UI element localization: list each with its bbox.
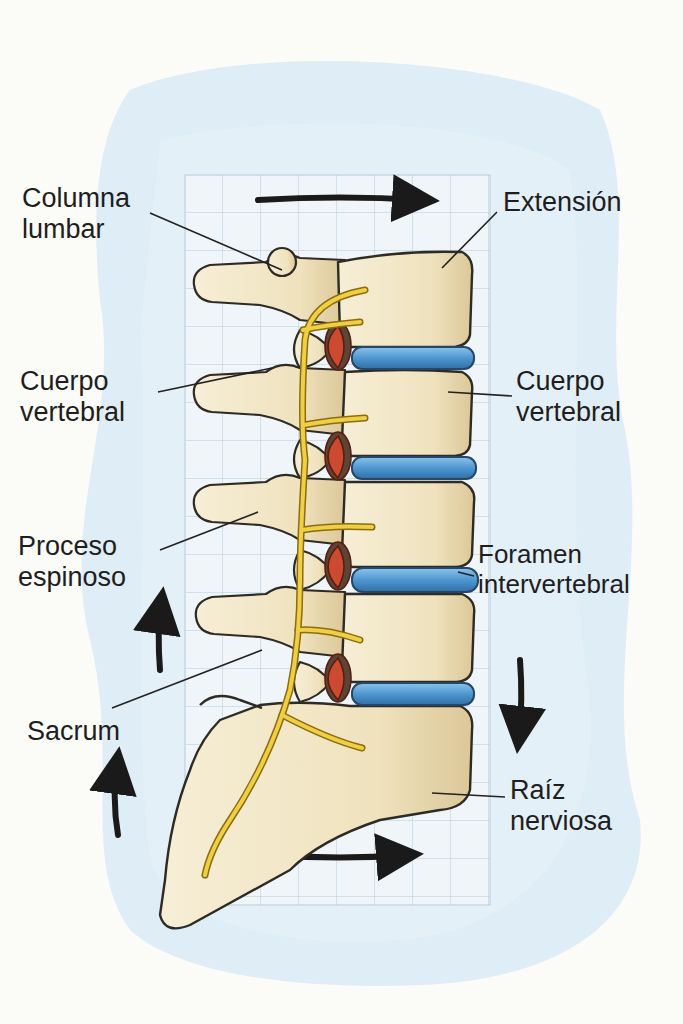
nerve-roots-part-part: [298, 630, 360, 640]
part-label: Foramen intervertebral: [478, 540, 678, 599]
vertebral-bodies-part: [338, 252, 472, 347]
leader-lines-part: [432, 793, 505, 797]
motion-arrows-part: [159, 604, 161, 670]
posterior-arches-part: [196, 587, 345, 657]
foramen-tissue-part: [328, 658, 344, 700]
foramen-tissue-part: [325, 322, 351, 370]
part-label: Sacrum: [27, 716, 157, 747]
nerve-roots-part-part: [302, 526, 372, 530]
nerve-roots-part: [205, 290, 372, 875]
nerve-roots-part-part: [304, 418, 365, 425]
intervertebral-discs-part: [352, 568, 478, 592]
nerve-roots-part-part: [304, 418, 365, 425]
intervertebral-discs-part: [352, 457, 476, 479]
leader-lines: [112, 212, 512, 797]
sacrum-bone-part: [160, 703, 472, 929]
sacrum-bone: [160, 696, 472, 928]
part-label: Raíz nerviosa: [510, 775, 660, 837]
foramen-tissue-part: [328, 326, 344, 368]
intervertebral-discs-part: [352, 347, 474, 369]
posterior-arches-part: [194, 475, 345, 545]
motion-arrows-part: [258, 198, 422, 201]
nerve-roots-part-part: [298, 630, 360, 640]
leader-lines-part: [442, 212, 497, 268]
nerve-roots: [205, 290, 372, 875]
leader-lines-part: [150, 213, 282, 270]
foramen-tissue-part: [328, 546, 344, 588]
nerve-roots-part-part: [282, 715, 362, 748]
foramen-tissue-part: [325, 542, 351, 590]
motion-arrows-part: [115, 764, 118, 835]
part-label: Cuerpo vertebral: [20, 366, 170, 428]
part-label: Extensión: [503, 187, 673, 218]
leader-lines-part: [458, 572, 474, 576]
nerve-roots-part-part: [303, 322, 360, 330]
leader-lines-part: [112, 650, 262, 708]
motion-arrows-part: [519, 660, 521, 736]
intervertebral-discs-part: [352, 683, 474, 705]
part-label: Columna lumbar: [22, 183, 172, 245]
part-label: Proceso espinoso: [18, 531, 168, 593]
part-label: Cuerpo vertebral: [516, 366, 671, 428]
foramen-tissue-part: [325, 654, 351, 702]
leader-lines-part: [158, 368, 272, 392]
foramen-tissue-part: [325, 432, 351, 480]
nerve-roots-part-part: [282, 715, 362, 748]
posterior-arches-part: [268, 248, 296, 276]
nerve-roots-part: [205, 290, 372, 875]
sacrum-bone-part: [200, 696, 262, 708]
leader-lines-part: [448, 392, 512, 396]
foramen-tissue-part: [328, 436, 344, 478]
foramen-tissue: [325, 322, 351, 702]
leader-lines-part: [160, 512, 258, 550]
nerve-roots-part-part: [302, 526, 372, 530]
vertebral-bodies-part: [342, 370, 473, 456]
